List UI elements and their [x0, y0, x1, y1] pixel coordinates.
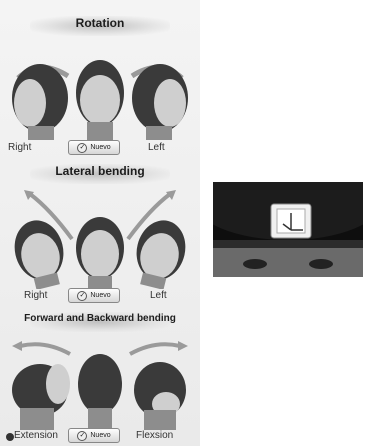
forehead [213, 244, 363, 277]
lateral-bending-illustration [0, 184, 200, 289]
check-circle-icon: ✓ [77, 431, 87, 441]
rotation-title: Rotation [0, 16, 200, 30]
head-upright [76, 217, 124, 288]
check-circle-icon: ✓ [77, 291, 87, 301]
camera-view [213, 182, 363, 277]
left-eye [243, 259, 267, 269]
lateral-new-button[interactable]: ✓ Nuevo [68, 288, 120, 303]
forward-backward-new-button[interactable]: ✓ Nuevo [68, 428, 120, 443]
forward-backward-illustration [0, 332, 200, 432]
rotation-section: Rotation [0, 14, 200, 160]
extension-arrow [20, 344, 70, 354]
head-turned-left [132, 64, 188, 140]
extension-label: Extension [14, 430, 58, 441]
lateral-bending-faces [0, 184, 200, 289]
lateral-bending-section: Lateral bending [0, 160, 200, 306]
head-extension [12, 364, 70, 430]
lateral-bending-title: Lateral bending [0, 164, 200, 178]
lateral-left-label: Left [150, 290, 167, 301]
dot-icon [6, 433, 14, 441]
cap-brim [213, 240, 363, 248]
button-label: Nuevo [90, 432, 110, 439]
forward-backward-title: Forward and Backward bending [0, 313, 200, 324]
rotation-new-button[interactable]: ✓ Nuevo [68, 140, 120, 155]
forward-backward-title-bar: Forward and Backward bending [0, 310, 200, 332]
head-turned-right [12, 64, 68, 140]
rotation-right-label: Right [8, 142, 31, 153]
right-eye [309, 259, 333, 269]
forward-backward-faces [0, 332, 200, 437]
rotation-left-label: Left [148, 142, 165, 153]
forward-backward-labels: Extension ✓ Nuevo Flexsion [0, 430, 200, 448]
sensor-photo [213, 182, 363, 277]
flexion-label: Flexsion [136, 430, 173, 441]
forward-backward-section: Forward and Backward bending [0, 306, 200, 446]
rotation-faces [0, 38, 200, 143]
lateral-bending-title-bar: Lateral bending [0, 162, 200, 184]
button-label: Nuevo [90, 292, 110, 299]
head-flexion [134, 362, 186, 430]
check-circle-icon: ✓ [77, 143, 87, 153]
rotation-illustration [0, 38, 200, 143]
flexion-arrow [130, 344, 180, 354]
rotation-title-bar: Rotation [0, 14, 200, 36]
extension-arrowhead [12, 341, 22, 351]
exercise-panel: Rotation [0, 0, 200, 446]
head-front [76, 60, 124, 140]
head-neutral-side [78, 354, 122, 430]
flexion-arrowhead [178, 341, 188, 351]
rotation-labels: Right ✓ Nuevo Left [0, 142, 200, 160]
lateral-right-label: Right [24, 290, 47, 301]
button-label: Nuevo [90, 144, 110, 151]
